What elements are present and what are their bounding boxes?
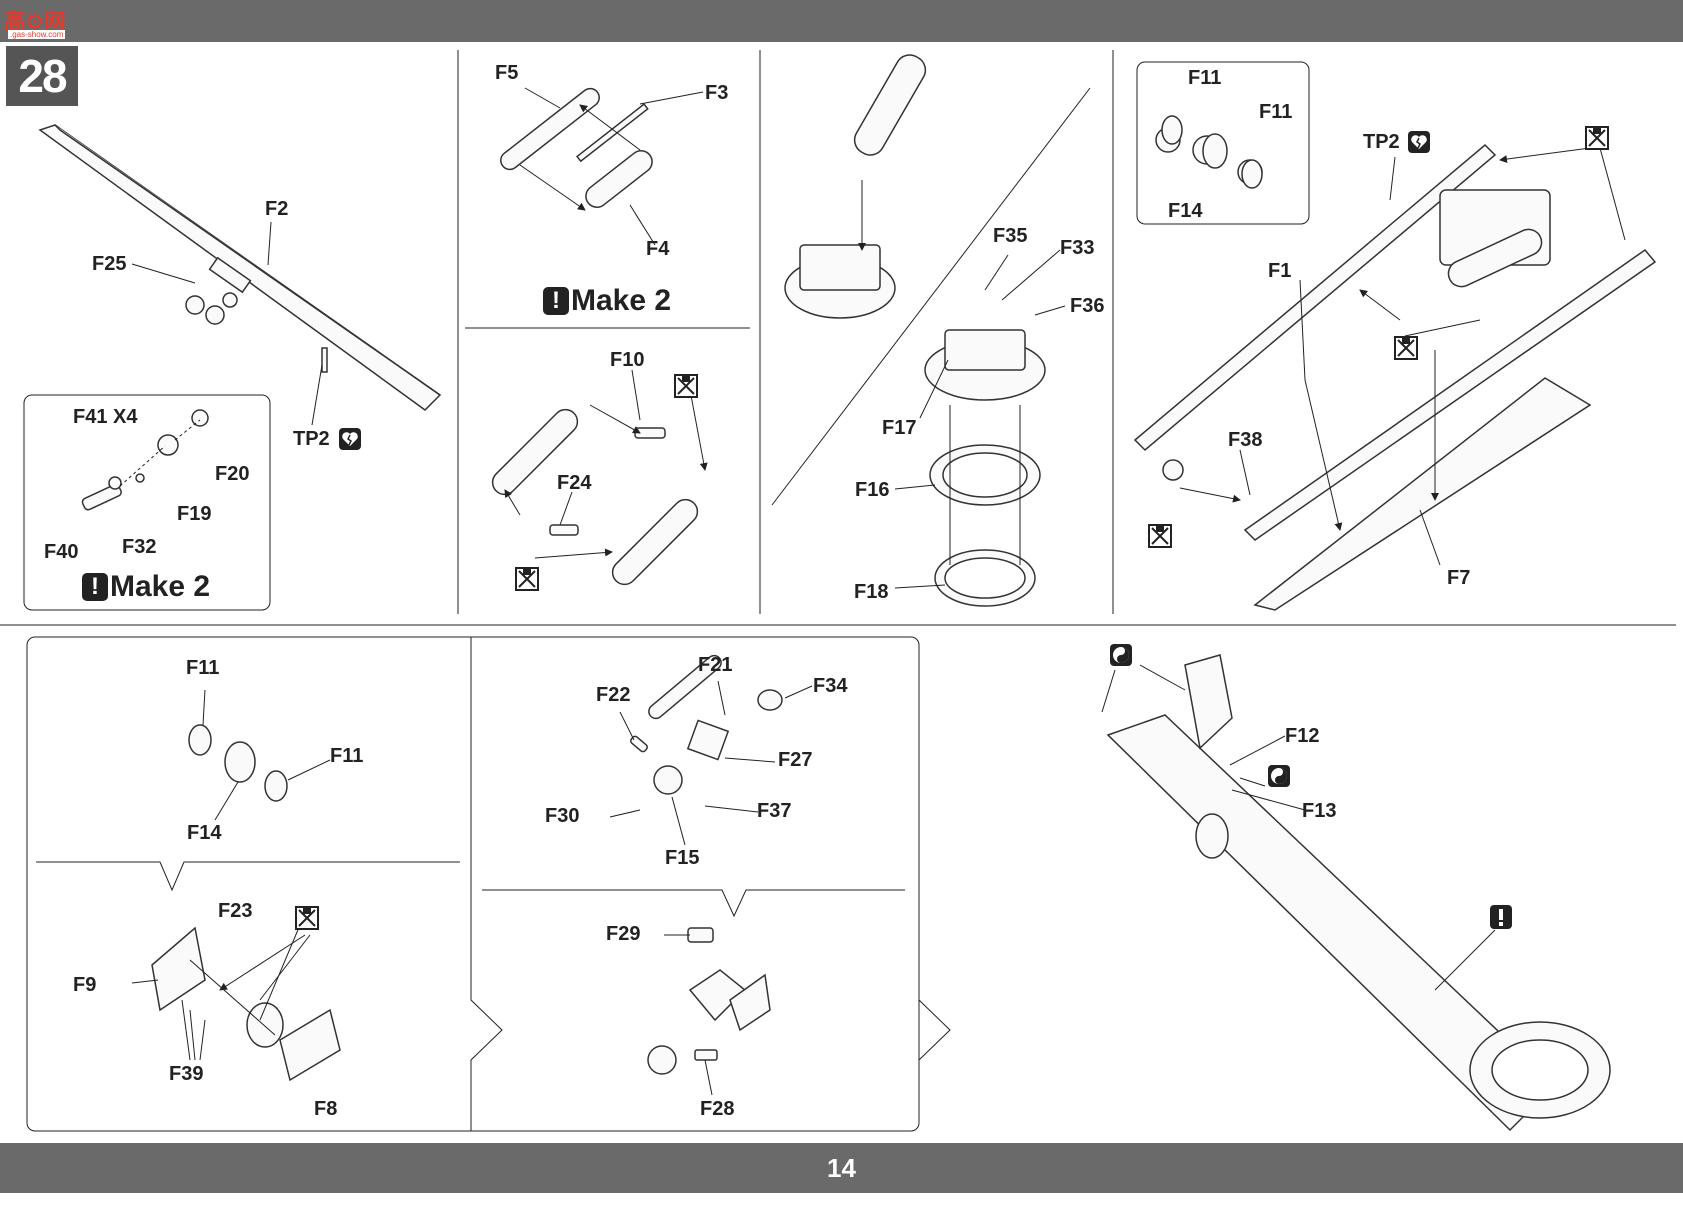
- part-label-f30: F30: [545, 805, 580, 827]
- part-label-f13: F13: [1302, 800, 1337, 822]
- part-label-f11: F11: [1188, 67, 1222, 89]
- part-label-f14: F14: [1168, 200, 1203, 222]
- broken-heart-icon: [1408, 131, 1430, 153]
- part-label-f24: F24: [557, 472, 592, 494]
- part-label-f34: F34: [813, 675, 848, 697]
- part-label-f17: F17: [882, 417, 917, 439]
- broken-heart-icon: [339, 428, 361, 450]
- part-label-f16: F16: [855, 479, 890, 501]
- cement-x-icon: [295, 906, 319, 930]
- part-label-f14: F14: [187, 822, 222, 844]
- part-label-f36: F36: [1070, 295, 1105, 317]
- part-label-f40: F40: [44, 541, 79, 563]
- part-label-f11: F11: [1259, 101, 1293, 123]
- part-label-f41x4: F41 X4: [73, 406, 138, 428]
- part-label-f19: F19: [177, 503, 212, 525]
- yin-yang-icon: [1268, 765, 1290, 787]
- part-label-f11: F11: [186, 657, 220, 679]
- make-two-note: !Make 2: [543, 284, 671, 318]
- part-label-f12: F12: [1285, 725, 1320, 747]
- cement-x-icon: [1394, 336, 1418, 360]
- part-label-f20: F20: [215, 463, 250, 485]
- part-label-f8: F8: [314, 1098, 338, 1120]
- part-label-f39: F39: [169, 1063, 204, 1085]
- cement-x-icon: [1585, 126, 1609, 150]
- part-label-f10: F10: [610, 349, 645, 371]
- part-label-f22: F22: [596, 684, 631, 706]
- part-label-f23: F23: [218, 900, 253, 922]
- part-label-f27: F27: [778, 749, 813, 771]
- part-label-f38: F38: [1228, 429, 1263, 451]
- exclamation-icon: [1490, 905, 1512, 929]
- part-label-f32: F32: [122, 536, 157, 558]
- part-label-f33: F33: [1060, 237, 1095, 259]
- logo-mark: 高⚙网: [4, 9, 66, 34]
- part-label-f21: F21: [698, 654, 733, 676]
- part-label-f1: F1: [1268, 260, 1292, 282]
- part-label-f2: F2: [265, 198, 289, 220]
- yin-yang-icon: [1110, 644, 1132, 666]
- part-label-f35: F35: [993, 225, 1028, 247]
- site-logo: 高⚙网 .gas-show.com: [4, 4, 74, 39]
- part-label-f25: F25: [92, 253, 127, 275]
- part-label-f4: F4: [646, 238, 670, 260]
- cement-x-icon: [515, 567, 539, 591]
- part-label-tp2: TP2: [1363, 131, 1400, 153]
- logo-subtext: .gas-show.com: [8, 30, 66, 39]
- part-label-f15: F15: [665, 847, 700, 869]
- part-label-f3: F3: [705, 82, 729, 104]
- header-bar: [0, 0, 1683, 42]
- page-number: 14: [827, 1153, 856, 1183]
- step-number: 28: [6, 46, 78, 106]
- part-label-f37: F37: [757, 800, 792, 822]
- part-label-f18: F18: [854, 581, 889, 603]
- part-label-f9: F9: [73, 974, 97, 996]
- part-label-f7: F7: [1447, 567, 1471, 589]
- part-label-f29: F29: [606, 923, 641, 945]
- footer-bar: [0, 1143, 1683, 1193]
- cement-x-icon: [674, 374, 698, 398]
- make-two-note: !Make 2: [82, 570, 210, 604]
- part-label-f5: F5: [495, 62, 519, 84]
- part-label-tp2: TP2: [293, 428, 330, 450]
- part-label-f11: F11: [330, 745, 364, 767]
- cement-x-icon: [1148, 524, 1172, 548]
- part-label-f28: F28: [700, 1098, 735, 1120]
